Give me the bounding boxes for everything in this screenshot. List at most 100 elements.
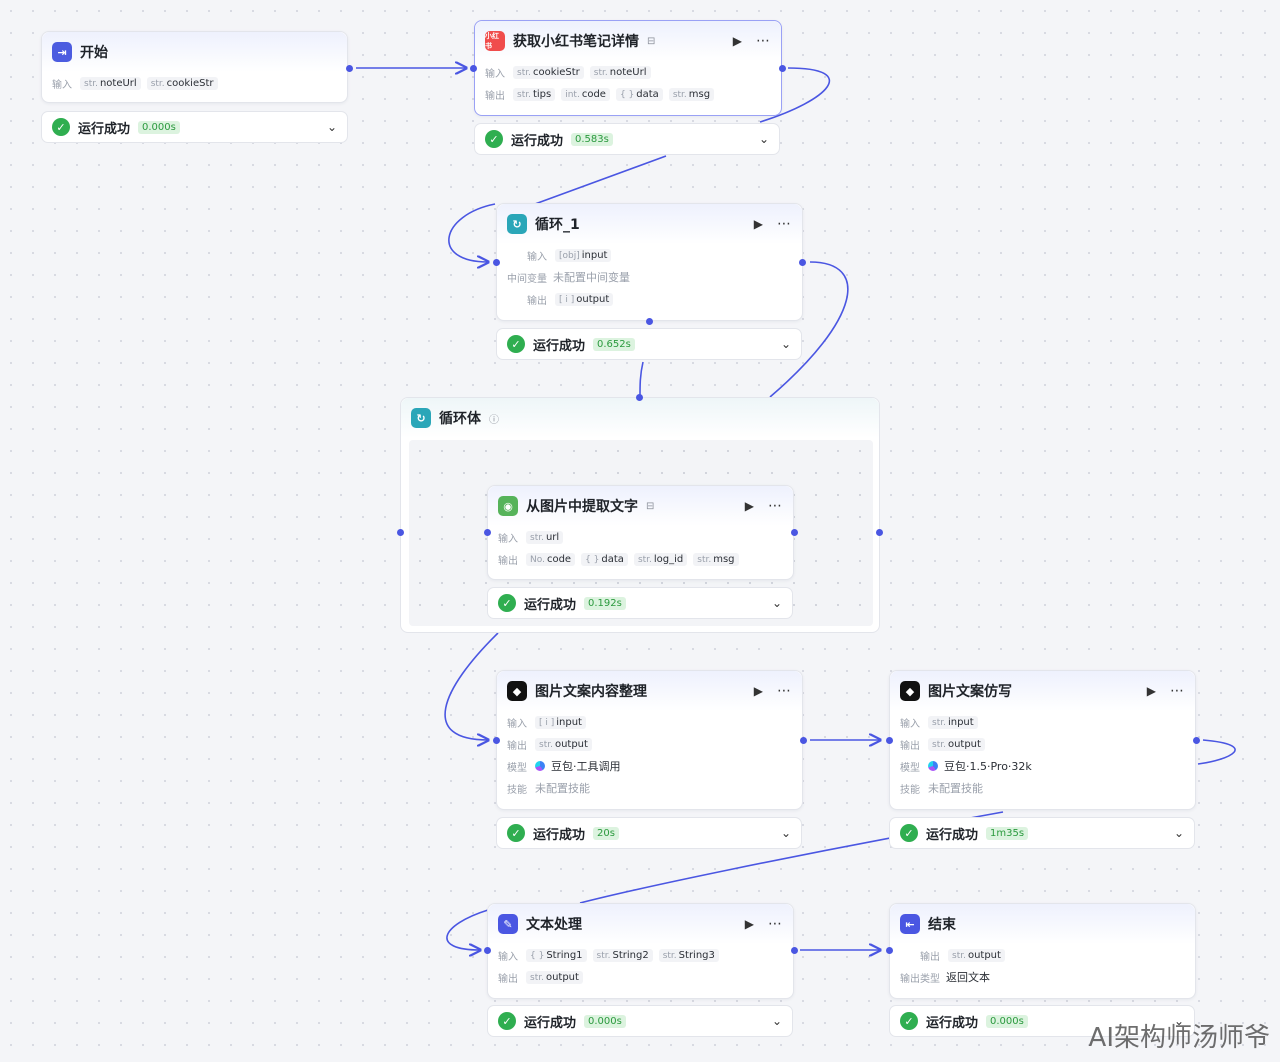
text-process-icon: ✎: [498, 914, 518, 934]
play-icon[interactable]: ▶: [732, 34, 742, 48]
success-check-icon: ✓: [900, 824, 918, 842]
loop-body-icon: ↻: [411, 408, 431, 428]
xhs-note-node[interactable]: 小红书 获取小红书笔记详情 ⊟ ▶ ⋯ 输入 str.cookieStr str…: [474, 20, 782, 116]
param-chip: str.output: [928, 737, 985, 751]
skill-value: 未配置技能: [535, 782, 590, 795]
model-name: 豆包·工具调用: [551, 760, 621, 773]
port-in[interactable]: [493, 259, 500, 266]
doubao-icon: [928, 761, 938, 771]
port-out[interactable]: [876, 529, 883, 536]
port-in[interactable]: [484, 529, 491, 536]
skill-value: 未配置技能: [928, 782, 983, 795]
duration-badge: 1m35s: [986, 826, 1029, 840]
wire-body-to-organize: [444, 632, 499, 740]
play-icon[interactable]: ▶: [1146, 684, 1156, 698]
node-title: 从图片中提取文字: [526, 499, 638, 515]
info-icon[interactable]: ⓘ: [489, 414, 499, 426]
play-icon[interactable]: ▶: [744, 499, 754, 513]
status-bar[interactable]: ✓ 运行成功 0.652s ⌄: [496, 328, 802, 360]
param-chip: str.cookieStr: [513, 65, 584, 79]
success-check-icon: ✓: [498, 594, 516, 612]
port-body[interactable]: [646, 318, 653, 325]
chevron-down-icon[interactable]: ⌄: [326, 120, 337, 134]
param-chip: str.String2: [592, 948, 653, 962]
watermark: AI架构师汤师爷: [1088, 1023, 1270, 1053]
port-in[interactable]: [886, 737, 893, 744]
port-in[interactable]: [397, 529, 404, 536]
duration-badge: 0.652s: [593, 337, 635, 351]
play-icon[interactable]: ▶: [753, 217, 763, 231]
param-chip: No.code: [526, 552, 576, 566]
port-out[interactable]: [779, 65, 786, 72]
llm-icon: ◆: [507, 681, 527, 701]
param-chip: str.log_id: [633, 552, 688, 566]
chevron-down-icon[interactable]: ⌄: [758, 132, 769, 146]
duration-badge: 0.583s: [571, 132, 613, 146]
success-check-icon: ✓: [507, 824, 525, 842]
loop-node[interactable]: ↻ 循环_1 ▶ ⋯ 输入 [obj]input 中间变量 未配置中间变量 输出…: [496, 203, 803, 321]
status-bar[interactable]: ✓ 运行成功 0.000s ⌄: [487, 1005, 793, 1037]
chevron-down-icon[interactable]: ⌄: [780, 337, 791, 351]
status-bar[interactable]: ✓ 运行成功 0.000s ⌄: [889, 1005, 1195, 1037]
port-out[interactable]: [799, 259, 806, 266]
param-chip: str.noteUrl: [589, 65, 651, 79]
status-bar[interactable]: ✓ 运行成功 0.000s ⌄: [41, 111, 348, 143]
rewrite-llm-node[interactable]: ◆ 图片文案仿写 ▶ ⋯ 输入 str.input 输出 str.output …: [889, 670, 1196, 810]
chevron-down-icon[interactable]: ⌄: [771, 596, 782, 610]
port-in[interactable]: [886, 947, 893, 954]
organize-llm-node[interactable]: ◆ 图片文案内容整理 ▶ ⋯ 输入 [ i ]input 输出 str.outp…: [496, 670, 803, 810]
param-chip: str.output: [948, 948, 1005, 962]
start-node[interactable]: ⇥ 开始 输入 str.noteUrl str.cookieStr: [41, 31, 348, 103]
status-bar[interactable]: ✓ 运行成功 0.583s ⌄: [474, 123, 780, 155]
play-icon[interactable]: ▶: [744, 917, 754, 931]
port-in[interactable]: [493, 737, 500, 744]
play-icon[interactable]: ▶: [753, 684, 763, 698]
more-icon[interactable]: ⋯: [768, 916, 783, 932]
more-icon[interactable]: ⋯: [768, 498, 783, 514]
port-out[interactable]: [791, 529, 798, 536]
mid-variable-value: 未配置中间变量: [553, 271, 630, 284]
more-icon[interactable]: ⋯: [756, 33, 771, 49]
param-chip: { }data: [581, 552, 628, 566]
param-chip: str.output: [526, 970, 583, 984]
param-chip: { }data: [615, 87, 663, 101]
loop-icon: ↻: [507, 214, 527, 234]
duration-badge: 0.000s: [986, 1014, 1028, 1028]
node-title: 结束: [928, 917, 956, 933]
status-bar[interactable]: ✓ 运行成功 20s ⌄: [496, 817, 802, 849]
port-out[interactable]: [800, 737, 807, 744]
text-process-node[interactable]: ✎ 文本处理 ▶ ⋯ 输入 { }String1 str.String2 str…: [487, 903, 794, 999]
more-icon[interactable]: ⋯: [777, 683, 792, 699]
xiaohongshu-icon: 小红书: [485, 31, 505, 51]
port-in[interactable]: [484, 947, 491, 954]
port-out[interactable]: [346, 65, 353, 72]
chevron-down-icon[interactable]: ⌄: [1173, 1014, 1184, 1028]
duration-badge: 0.000s: [138, 120, 180, 134]
chevron-down-icon[interactable]: ⌄: [780, 826, 791, 840]
more-icon[interactable]: ⋯: [1170, 683, 1185, 699]
port-out[interactable]: [791, 947, 798, 954]
param-chip: str.noteUrl: [80, 76, 141, 90]
start-icon: ⇥: [52, 42, 72, 62]
port-out[interactable]: [1193, 737, 1200, 744]
more-icon[interactable]: ⋯: [777, 216, 792, 232]
chevron-down-icon[interactable]: ⌄: [1173, 826, 1184, 840]
param-chip: [ i ]output: [555, 292, 614, 306]
success-check-icon: ✓: [900, 1012, 918, 1030]
status-bar[interactable]: ✓ 运行成功 0.192s ⌄: [487, 587, 793, 619]
wire-loop-to-body-mid: [639, 361, 644, 397]
port-in[interactable]: [470, 65, 477, 72]
llm-icon: ◆: [900, 681, 920, 701]
plugin-icon: ⊟: [646, 500, 655, 512]
end-node[interactable]: ⇤ 结束 输出 str.output 输出类型 返回文本: [889, 903, 1196, 999]
ocr-node[interactable]: ◉ 从图片中提取文字 ⊟ ▶ ⋯ 输入 str.url 输出 No.code {…: [487, 485, 794, 580]
node-title: 图片文案内容整理: [535, 684, 647, 700]
duration-badge: 0.192s: [584, 596, 626, 610]
success-check-icon: ✓: [485, 130, 503, 148]
success-check-icon: ✓: [507, 335, 525, 353]
status-bar[interactable]: ✓ 运行成功 1m35s ⌄: [889, 817, 1195, 849]
chevron-down-icon[interactable]: ⌄: [771, 1014, 782, 1028]
port-body-top[interactable]: [636, 394, 643, 401]
node-title: 图片文案仿写: [928, 684, 1012, 700]
success-check-icon: ✓: [52, 118, 70, 136]
